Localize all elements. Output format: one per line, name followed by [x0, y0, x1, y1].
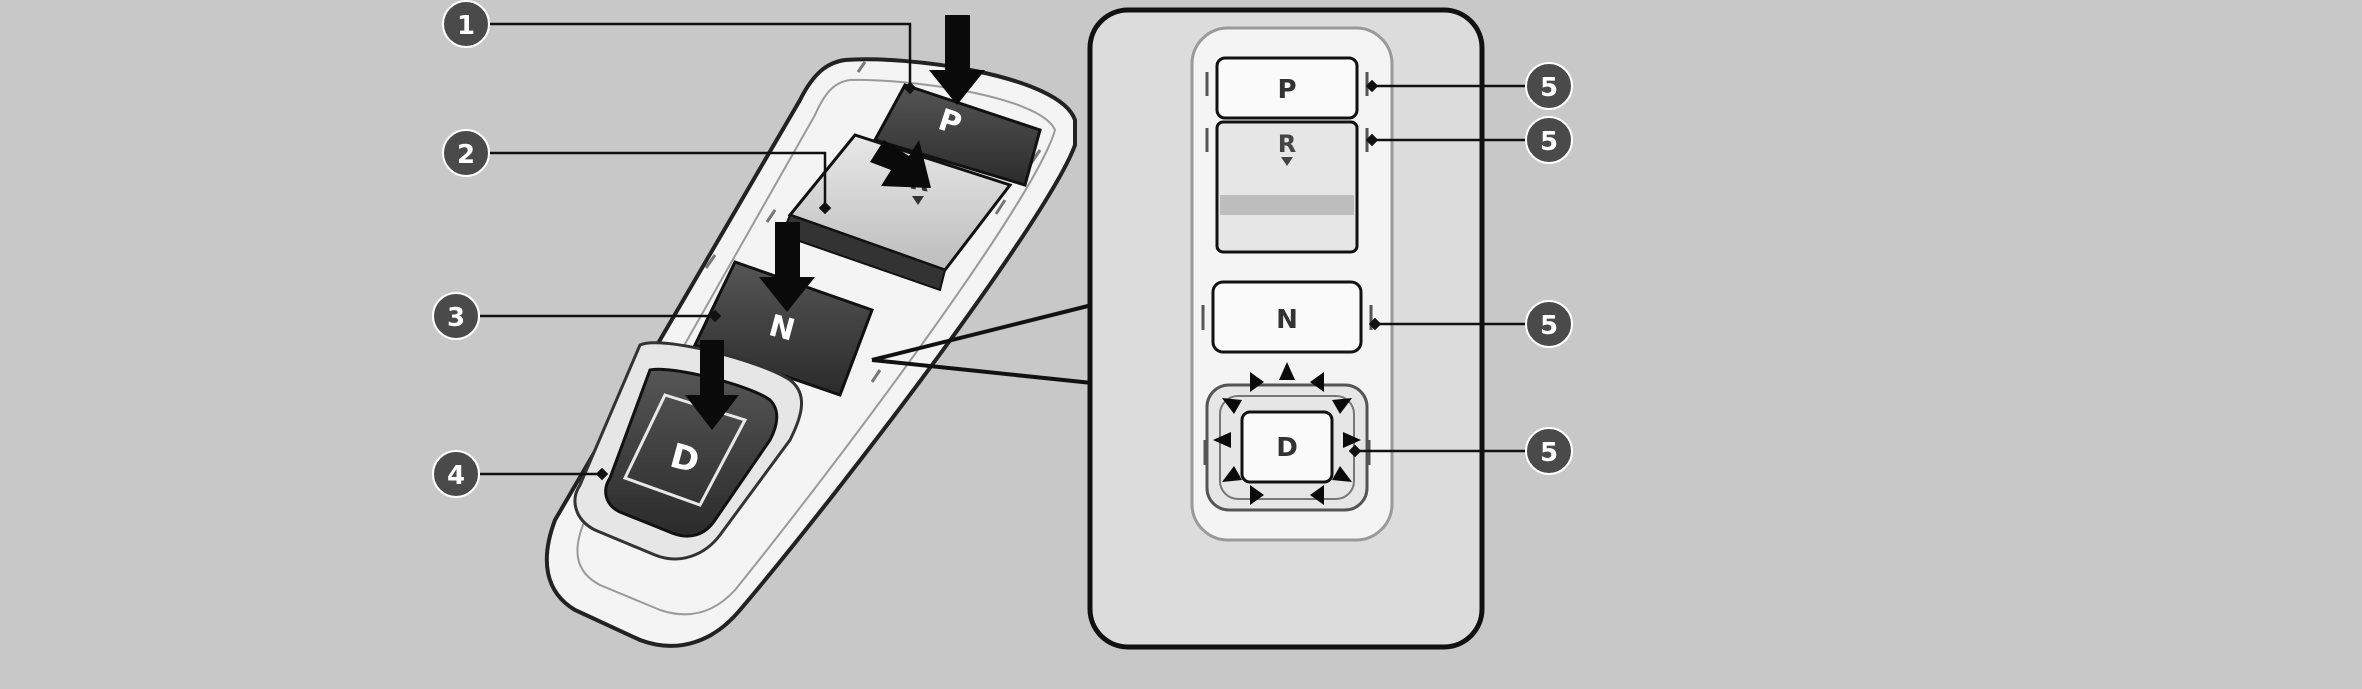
reverse-indicator-icon	[1281, 157, 1293, 166]
press-arrow-icon	[870, 140, 931, 188]
zoom-detail-panel: P R N D	[1087, 7, 1525, 650]
drive-direction-arrow-icon	[1332, 398, 1352, 414]
indicator-marks	[1201, 72, 1373, 465]
console-inner-rim	[576, 78, 1057, 616]
park-top-label: P	[1277, 75, 1296, 105]
callout-5-number: 5	[1540, 127, 1558, 157]
callout-3: 3	[432, 292, 480, 340]
callout-5-number: 5	[1540, 311, 1558, 341]
neutral-button-top[interactable]: N	[1211, 280, 1363, 354]
reverse-indicator-icon	[912, 196, 924, 205]
reverse-top-label: R	[1278, 130, 1296, 158]
callout-1: 1	[442, 0, 490, 48]
callout-4: 4	[432, 450, 480, 498]
drive-direction-arrow-icon	[1222, 466, 1242, 482]
console-trim-marks	[704, 61, 1042, 383]
callout-4-number: 4	[447, 461, 465, 491]
zoom-connector	[871, 303, 1093, 385]
press-arrow-icon	[929, 15, 985, 105]
drive-direction-arrow-icon	[1250, 372, 1264, 392]
press-arrow-icon	[685, 340, 739, 430]
drive-direction-arrow-icon	[1332, 466, 1352, 482]
reverse-button-top[interactable]: R	[1215, 120, 1359, 254]
drive-button-3d[interactable]: D	[573, 341, 804, 561]
neutral-top-label: N	[1276, 305, 1298, 335]
callout-5-reverse: 5	[1525, 116, 1573, 164]
callout-1-number: 1	[457, 11, 475, 41]
press-arrow-icon	[759, 222, 815, 312]
drive-direction-arrows	[1213, 362, 1361, 505]
drive-direction-arrow-icon	[1310, 372, 1324, 392]
callout-5-neutral: 5	[1525, 300, 1573, 348]
callout-5-number: 5	[1540, 73, 1558, 103]
callout-3-number: 3	[447, 303, 465, 333]
callout-5-number: 5	[1540, 438, 1558, 468]
drive-direction-arrow-icon	[1310, 485, 1324, 505]
drive-direction-arrow-icon	[1213, 432, 1231, 448]
callout-2-number: 2	[457, 140, 475, 170]
callout-5-park: 5	[1525, 62, 1573, 110]
callout-5-drive: 5	[1525, 427, 1573, 475]
drive-direction-arrow-icon	[1343, 432, 1361, 448]
drive-direction-arrow-icon	[1222, 398, 1242, 414]
console-3d-view: P R N D	[480, 15, 1077, 648]
callout-leaders-left	[480, 22, 917, 481]
drive-direction-arrow-icon	[1279, 362, 1295, 380]
callout-leaders-right	[1348, 79, 1525, 458]
callout-2: 2	[442, 129, 490, 177]
drive-button-top[interactable]: D	[1205, 383, 1369, 512]
neutral-button-3d[interactable]: N	[692, 260, 874, 397]
park-button-top[interactable]: P	[1215, 56, 1359, 120]
drive-top-label: D	[1276, 433, 1298, 463]
press-arrows	[685, 15, 985, 430]
drive-direction-arrow-icon	[1250, 485, 1264, 505]
park-button-3d[interactable]: P	[872, 83, 1042, 187]
